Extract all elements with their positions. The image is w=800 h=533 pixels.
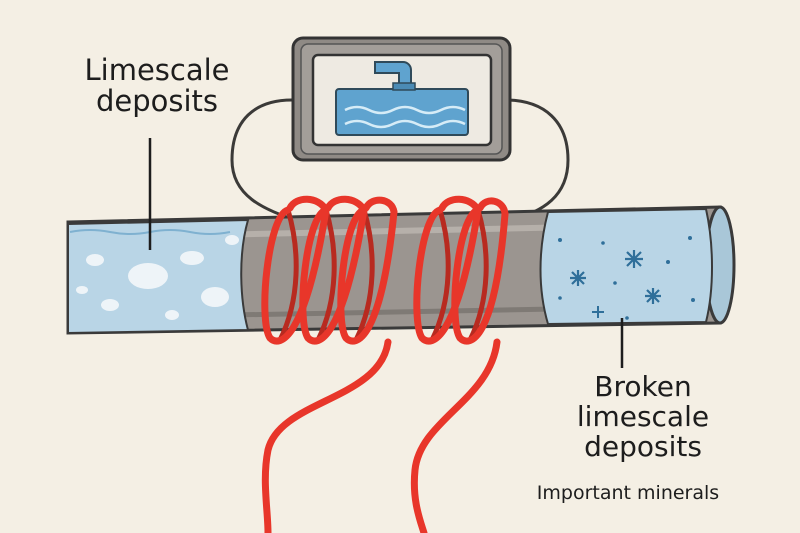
label-right-line1: Broken [594, 370, 692, 403]
coil-back [277, 209, 489, 342]
sparkle-icon [592, 306, 604, 318]
label-left-line1: Limescale [84, 53, 230, 87]
label-limescale-deposits: Limescale deposits [52, 53, 262, 119]
mineral-dot [558, 238, 562, 242]
mineral-dot [625, 316, 629, 320]
label-right-line3: deposits [584, 430, 702, 464]
label-right-line2: limescale [576, 400, 710, 434]
limescale-water-section [67, 218, 250, 335]
coil-lead-wires [261, 338, 501, 533]
device-cable-right [504, 98, 570, 224]
snowflake-icon [570, 250, 661, 304]
deposit [86, 254, 104, 266]
mineral-dot [691, 298, 695, 302]
deposit [128, 263, 168, 289]
label-broken-limescale: Broken limescale deposits [528, 370, 758, 464]
mineral-dot [688, 236, 692, 240]
control-device [291, 36, 512, 162]
mineral-dot [558, 296, 562, 300]
water-tap-icon [335, 61, 469, 136]
device-cable-left [230, 98, 303, 224]
mineral-dot [666, 260, 670, 264]
broken-limescale-water-section [539, 207, 713, 326]
deposit [180, 251, 204, 265]
deposit [76, 286, 88, 294]
label-left-line2: deposits [95, 84, 219, 119]
deposit [225, 235, 239, 245]
coil-wire [261, 195, 509, 345]
mineral-dot [601, 241, 605, 245]
deposit [165, 310, 179, 320]
deposit [101, 299, 119, 311]
deposit [201, 287, 229, 307]
mineral-dot [613, 281, 617, 285]
label-important-minerals: Important minerals [536, 482, 720, 504]
